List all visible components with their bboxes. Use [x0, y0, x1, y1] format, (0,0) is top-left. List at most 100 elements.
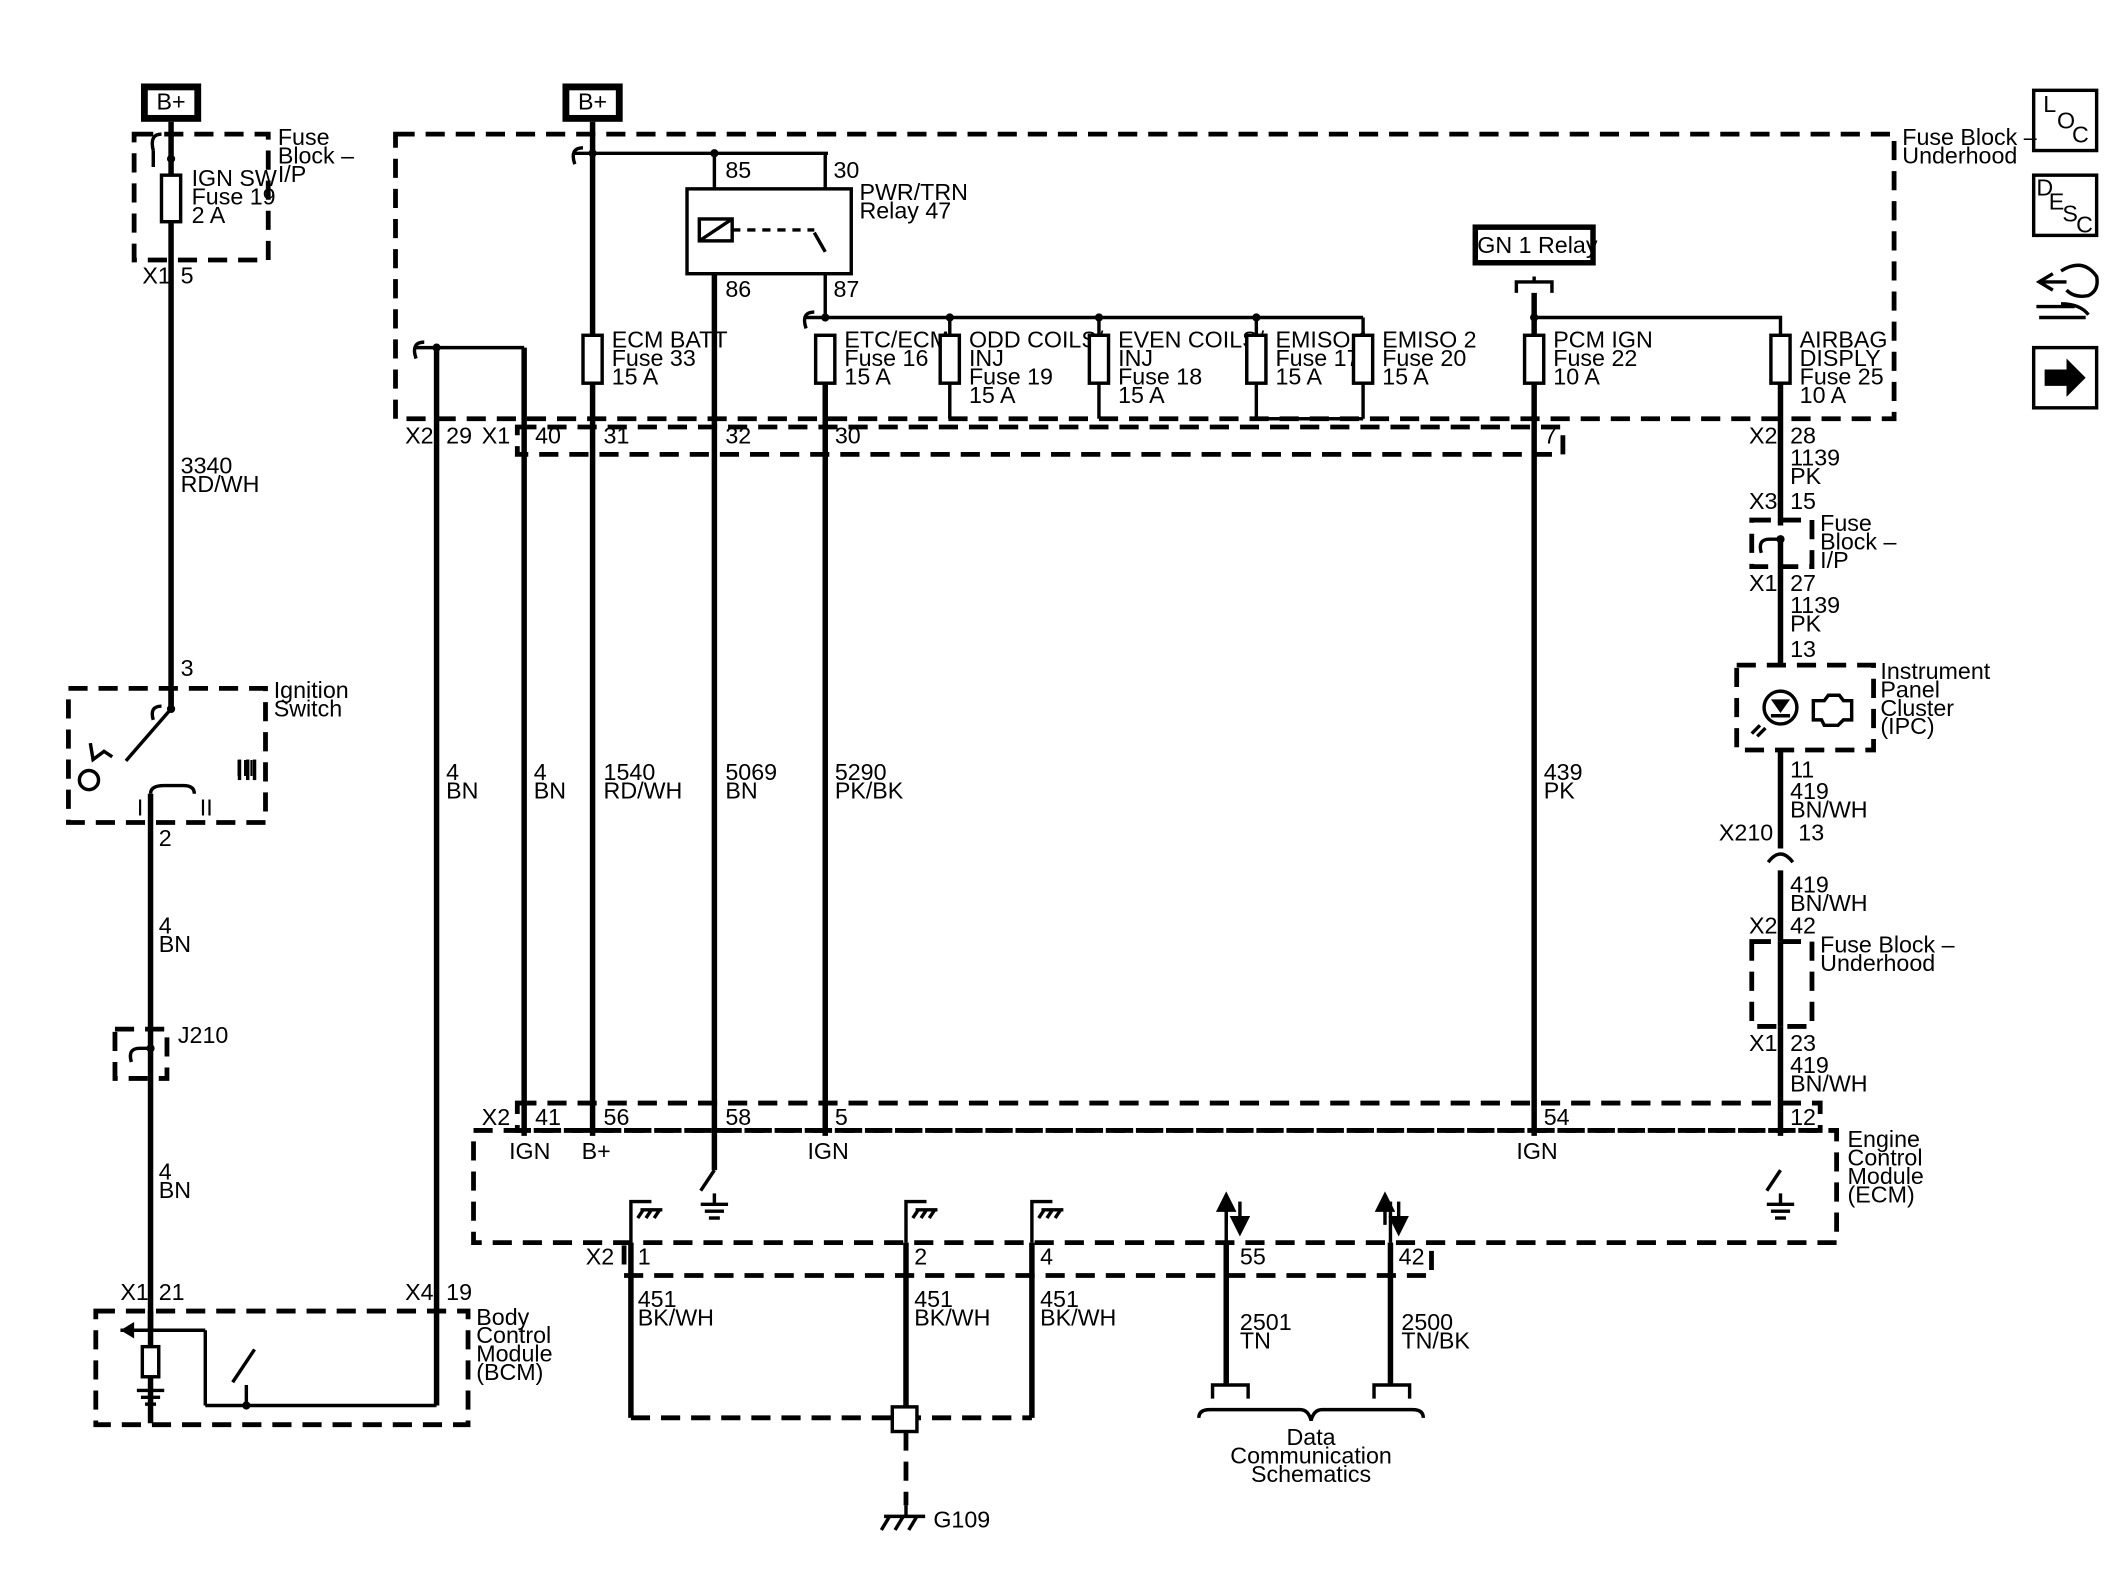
pin-5: 5	[181, 262, 194, 288]
svg-text:B+: B+	[157, 88, 186, 114]
ign1-relay: IGN 1 Relay	[1471, 224, 1598, 336]
ipc-pin-13: 13	[1790, 636, 1816, 662]
bplus-left: B+	[140, 83, 202, 122]
conn-x2-r: X2	[1749, 912, 1777, 938]
ecm-conn-x2-bottom: X2	[586, 1244, 614, 1270]
svg-text:L: L	[2043, 91, 2056, 117]
desc-icon[interactable]: D E S C	[2031, 173, 2099, 238]
ecm-pin-1: 1	[638, 1244, 651, 1270]
relay-pin-87: 87	[833, 276, 859, 302]
ecm-pin-55: 55	[1240, 1244, 1266, 1270]
pin-19: 19	[446, 1279, 472, 1305]
splice-j210: J210	[112, 1022, 228, 1081]
ecm-pin-58: 58	[725, 1104, 751, 1130]
svg-text:O: O	[2057, 108, 2075, 134]
svg-text:C: C	[2076, 212, 2093, 238]
ecm-pin-12: 12	[1790, 1104, 1816, 1130]
ecm: X2 4 1 56 58 5 54 12 IGN B+ IGN IGN Engin…	[471, 1100, 1924, 1278]
x1-pin-23: 23	[1790, 1030, 1816, 1056]
connector-x1: X1	[142, 262, 170, 288]
ecm-func-ign-3: IGN	[1516, 1138, 1557, 1164]
ecm-func-ign-1: IGN	[509, 1138, 550, 1164]
connector-icon[interactable]	[2035, 263, 2099, 320]
fuse-block-underhood	[393, 131, 1897, 422]
conn-x1-ip: X1	[1749, 570, 1777, 596]
ecm-func-bplus: B+	[582, 1138, 611, 1164]
ecm-func-ign-2: IGN	[807, 1138, 848, 1164]
svg-text:C: C	[2072, 121, 2089, 147]
svg-text:J210: J210	[178, 1022, 228, 1048]
conn-x2-uh-r: X2	[1749, 422, 1777, 448]
conn-x4-bcm: X4	[405, 1279, 434, 1305]
pin-21: 21	[159, 1279, 185, 1305]
ecm-pin-5: 5	[835, 1104, 848, 1130]
svg-text:E: E	[2049, 188, 2065, 214]
ecm-pin-54: 54	[1544, 1104, 1570, 1130]
pos-1: I	[137, 795, 143, 821]
ecm-pin-4: 4	[1040, 1244, 1053, 1270]
next-icon[interactable]	[2031, 345, 2099, 410]
ground-g109: G109	[879, 1505, 990, 1532]
relay-pin-30: 30	[833, 157, 859, 183]
conn-x210: X210	[1719, 819, 1773, 845]
svg-text:G109: G109	[933, 1506, 990, 1532]
uh-pin-28: 28	[1790, 422, 1816, 448]
fuse-block-underhood-label: Fuse Block –Underhood	[1902, 124, 2036, 168]
svg-text:S: S	[2062, 201, 2078, 227]
pin-2: 2	[159, 825, 172, 851]
uh-pin-29: 29	[446, 422, 472, 448]
loc-icon[interactable]: L O C	[2031, 88, 2099, 153]
conn-x1-bcm: X1	[120, 1279, 148, 1305]
conn-x1-uh: X1	[482, 422, 510, 448]
ecm-pin-2: 2	[914, 1244, 927, 1270]
relay-pin-85: 85	[725, 157, 751, 183]
ecm-pin-42: 42	[1399, 1244, 1425, 1270]
svg-text:D: D	[2036, 175, 2053, 201]
pin-3: 3	[181, 655, 194, 681]
bplus-underhood: B+	[562, 83, 623, 122]
x1-pin-27: 27	[1790, 570, 1816, 596]
x210-pin-13: 13	[1798, 819, 1824, 845]
conn-x3: X3	[1749, 488, 1777, 514]
ecm-pin-56: 56	[604, 1104, 630, 1130]
ipc-pin-11: 11	[1790, 756, 1814, 782]
svg-text:Fuse Block –Underhood: Fuse Block –Underhood	[1820, 932, 1954, 976]
relay-pin-86: 86	[725, 276, 751, 302]
